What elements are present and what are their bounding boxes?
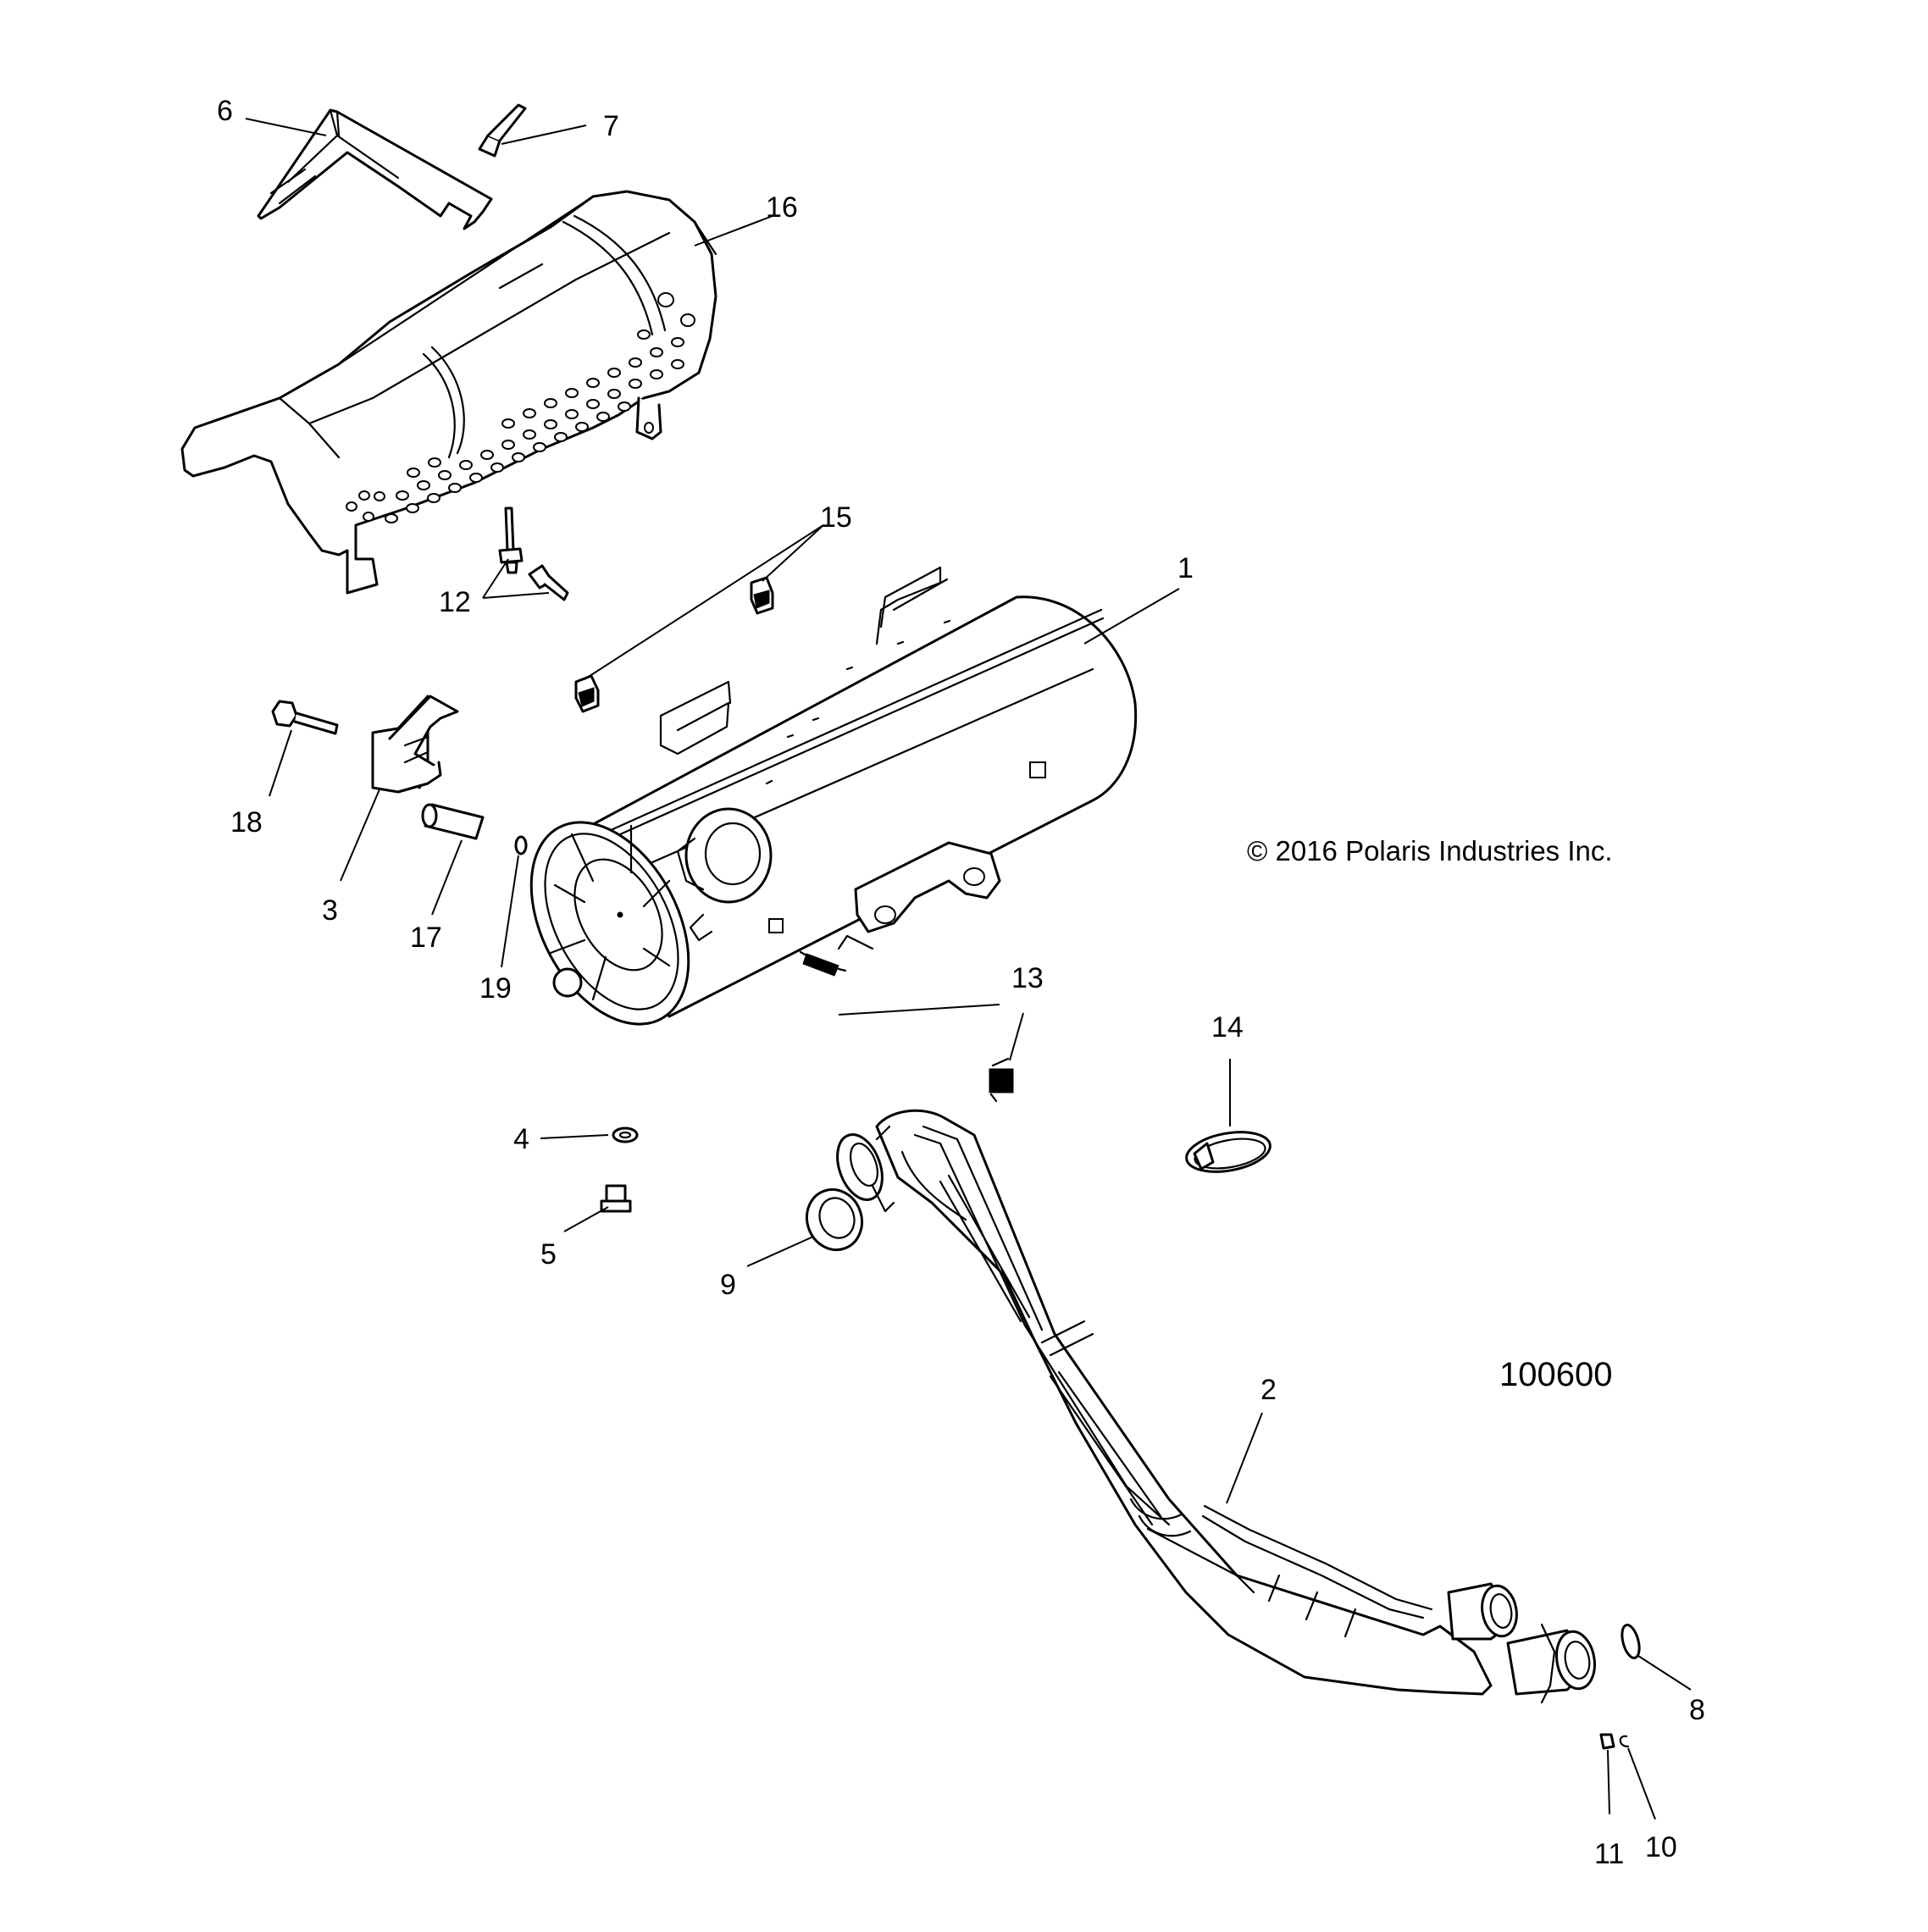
diagram-number: 100600 (1499, 1356, 1612, 1393)
leader-lines (245, 118, 1692, 1820)
part-1-muffler (529, 566, 1138, 1026)
callout-11: 11 (1594, 1838, 1624, 1870)
callout-14: 14 (1211, 1011, 1244, 1044)
callout-16: 16 (766, 191, 798, 224)
part-7-rivet (478, 103, 527, 158)
callout-15: 15 (820, 501, 852, 534)
part-11-nut (1599, 1733, 1615, 1750)
callout-5: 5 (540, 1238, 557, 1270)
callout-18: 18 (230, 806, 263, 839)
part-15-clip-nuts (574, 576, 774, 713)
part-13-springs (799, 950, 1014, 1103)
callout-17: 17 (410, 922, 442, 954)
part-10-clip (1619, 1735, 1630, 1748)
part-19-washer (514, 835, 528, 855)
callout-2: 2 (1260, 1374, 1277, 1406)
part-5-plug (600, 1184, 632, 1213)
callout-12: 12 (439, 586, 471, 618)
perforation-holes (346, 329, 684, 523)
part-6-bracket (257, 108, 493, 230)
callout-10: 10 (1645, 1831, 1677, 1863)
callout-8: 8 (1689, 1694, 1705, 1726)
callout-19: 19 (479, 972, 512, 1005)
callout-3: 3 (322, 894, 338, 927)
part-12-bolts (498, 507, 569, 601)
part-18-bolt (271, 700, 339, 735)
part-16-heat-shield (180, 190, 717, 595)
callout-6: 6 (217, 95, 233, 127)
callout-labels: 1 2 3 4 5 6 7 8 9 10 11 12 13 14 15 16 1… (217, 95, 1705, 1870)
part-8-ring (1621, 1624, 1641, 1659)
part-4-washer (612, 1127, 639, 1143)
part-9-gasket (806, 1187, 863, 1252)
part-2-head-pipe (836, 1109, 1596, 1704)
callout-13: 13 (1011, 962, 1044, 994)
callout-7: 7 (603, 110, 619, 142)
copyright-notice: © 2016 Polaris Industries Inc. (1247, 835, 1613, 866)
callout-4: 4 (513, 1123, 529, 1155)
callout-9: 9 (720, 1269, 736, 1301)
part-14-clamp (1185, 1131, 1271, 1173)
callout-1: 1 (1177, 552, 1194, 584)
part-17-spacer (421, 803, 485, 840)
part-3-bracket (371, 695, 459, 794)
